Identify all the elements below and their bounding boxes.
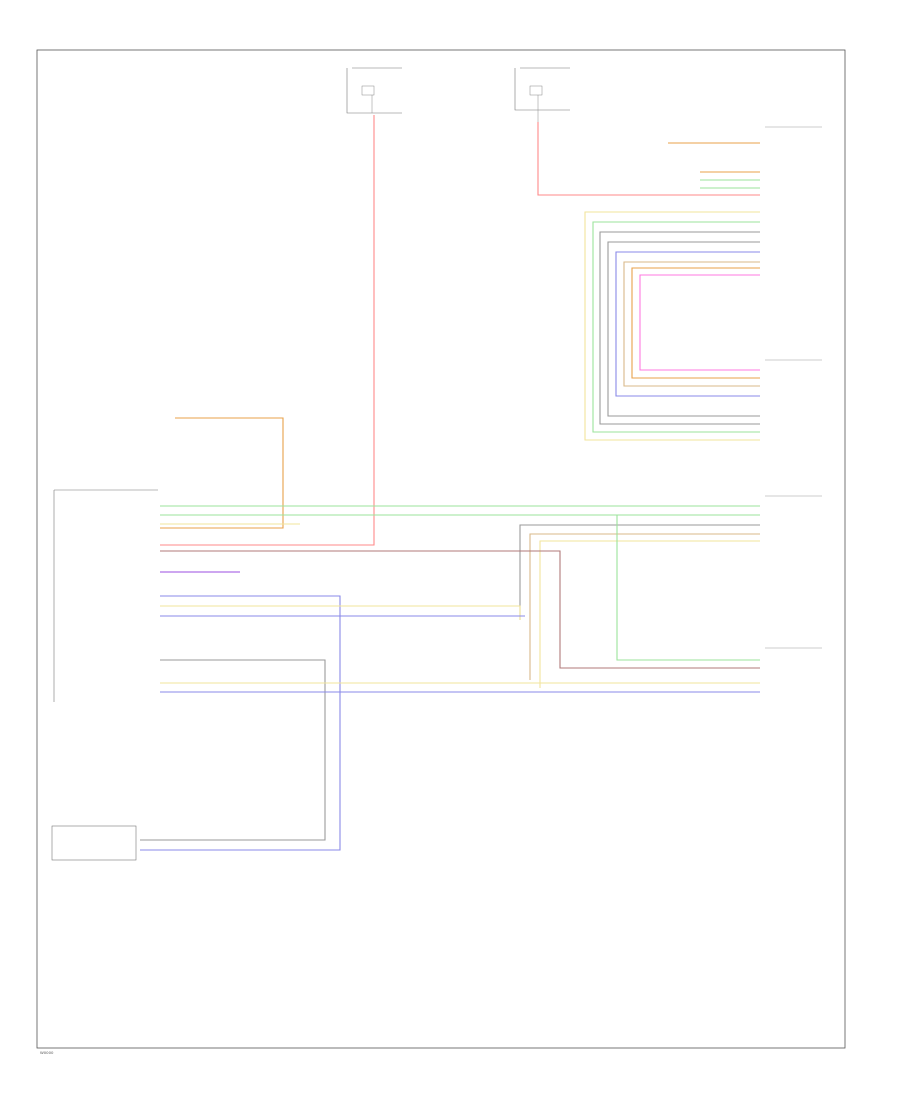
- wire-green-r1: [592, 221, 760, 433]
- wire-blue-1: [140, 595, 341, 851]
- wire-red-main: [160, 115, 375, 546]
- wire-tan-r1: [623, 261, 760, 387]
- wire-blue-r1: [615, 251, 760, 397]
- wire-red-right: [537, 122, 760, 196]
- control-unit-left: [53, 489, 158, 702]
- wire-green-3: [616, 515, 760, 661]
- wire-gray-r2: [607, 241, 760, 417]
- wire-yellow-3: [160, 605, 521, 620]
- airbag-module-outline: [765, 126, 822, 649]
- wires: [140, 115, 760, 851]
- wire-magenta-r1: [639, 274, 760, 371]
- fuse-box-right: [346, 67, 402, 114]
- wire-orange-r1: [631, 267, 760, 379]
- wire-gray-r1: [599, 231, 760, 425]
- wire-gray-2: [140, 659, 326, 841]
- wire-yellow-2: [539, 540, 760, 688]
- fuse-box-left: [514, 67, 570, 122]
- steering-switch-connector: [51, 825, 137, 861]
- diagram-code: W0000: [40, 1050, 54, 1055]
- wire-yellow-r1: [584, 211, 760, 441]
- diagram-frame: [36, 49, 846, 1049]
- wire-orange-ground: [160, 417, 284, 529]
- wire-gray-1: [519, 524, 760, 620]
- wire-brown-1: [160, 550, 760, 669]
- wire-tan-1: [529, 533, 760, 680]
